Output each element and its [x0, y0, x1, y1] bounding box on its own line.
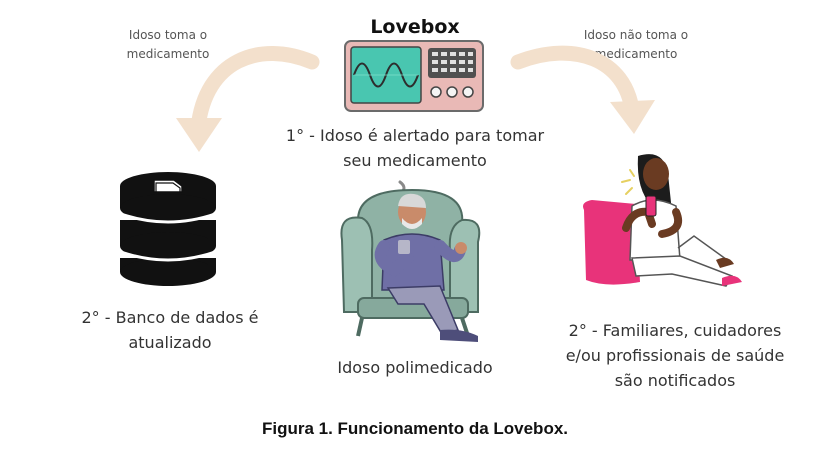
right-step-text: 2° - Familiares, cuidadores e/ou profiss…: [540, 318, 810, 393]
right-branch-line2: medicamento: [594, 47, 678, 61]
diagram-title: Lovebox: [370, 16, 460, 38]
center-step-line2: seu medicamento: [343, 151, 487, 170]
right-step-line2: e/ou profissionais de saúde: [565, 346, 785, 365]
right-branch-line1: Idoso não toma o: [583, 28, 689, 42]
figure-caption: Figura 1. Funcionamento da Lovebox.: [261, 419, 569, 438]
left-step-line2: atualizado: [128, 333, 212, 352]
center-label: Idoso polimedicado: [337, 358, 493, 377]
right-branch-label: Idoso não toma o medicamento: [566, 26, 706, 64]
left-branch-label: Idoso toma o medicamento: [108, 26, 228, 64]
elderly-man-illustration: [340, 180, 481, 342]
left-step-line1: 2° - Banco de dados é: [81, 308, 259, 327]
right-step-line3: são notificados: [614, 371, 736, 390]
center-step-line1: 1° - Idoso é alertado para tomar: [285, 126, 545, 145]
center-step-text: 1° - Idoso é alertado para tomar seu med…: [270, 123, 560, 173]
woman-with-phone-illustration: [583, 154, 742, 287]
left-branch-line2: medicamento: [126, 47, 210, 61]
database-icon: [120, 172, 216, 286]
lovebox-device-icon: [344, 40, 484, 112]
left-step-text: 2° - Banco de dados é atualizado: [70, 305, 270, 355]
right-step-line1: 2° - Familiares, cuidadores: [568, 321, 782, 340]
left-branch-line1: Idoso toma o: [128, 28, 208, 42]
